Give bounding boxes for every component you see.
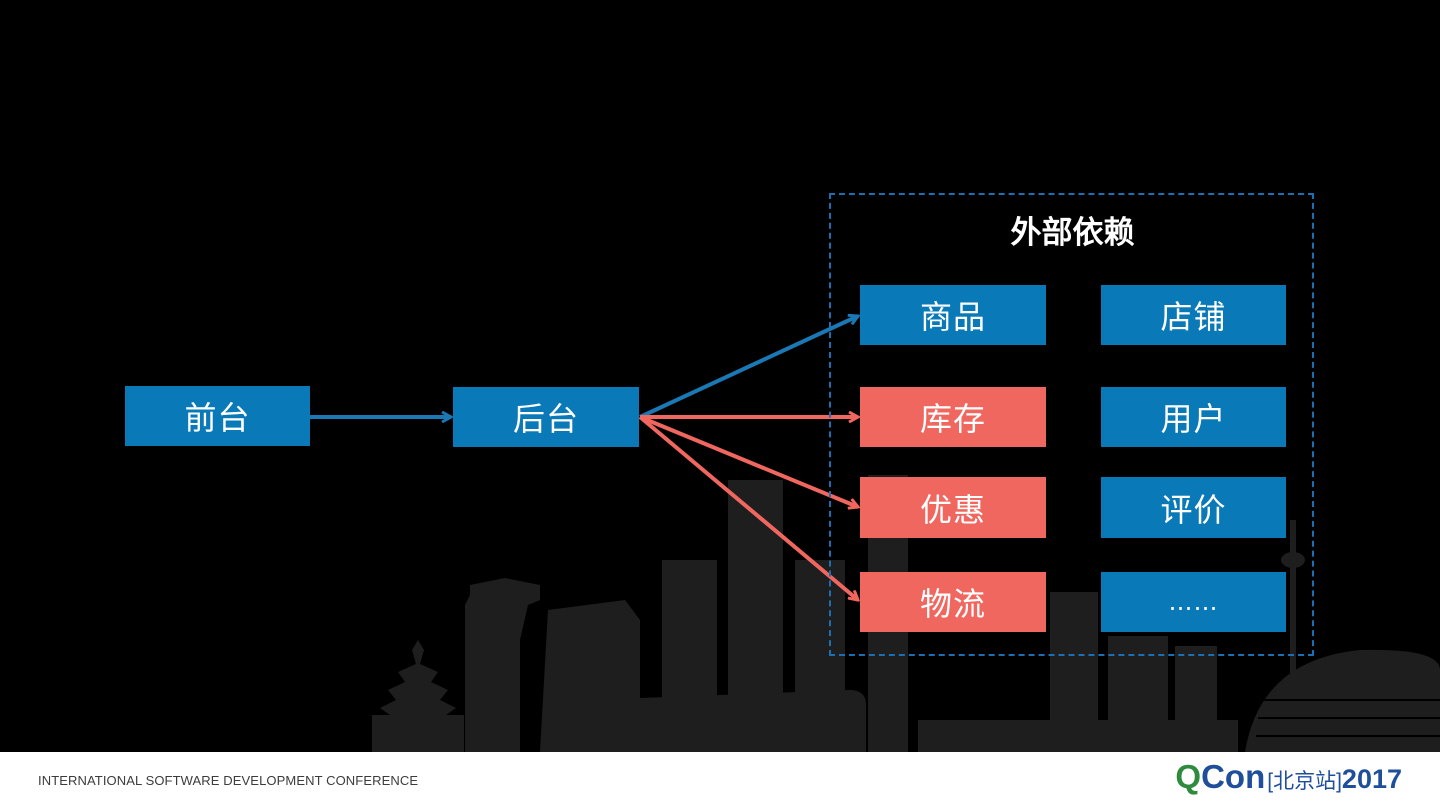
dependency-node-goods: 商品 [860, 285, 1046, 345]
logo-year-text: 2017 [1341, 764, 1402, 794]
logo-city-text: [北京站] [1267, 770, 1342, 793]
qcon-logo: Q Con [北京站] 2017 [1175, 758, 1402, 796]
dependency-node-promotion: 优惠 [860, 477, 1046, 538]
slide-canvas: 前台 后台 外部依赖 商品 店铺 库存 用户 优惠 评价 物流 …… [125, 0, 1440, 752]
edge-backend-to-promotion [639, 415, 858, 507]
edge-backend-to-goods [639, 316, 858, 419]
edge-backend-to-logistics [638, 415, 858, 600]
logo-con-text: Con [1201, 758, 1266, 795]
connector-arrows [310, 0, 1440, 752]
dependency-node-inventory: 库存 [860, 387, 1046, 447]
logo-q-letter: Q [1175, 758, 1202, 795]
conference-tagline: INTERNATIONAL SOFTWARE DEVELOPMENT CONFE… [38, 773, 419, 788]
dependency-node-logistics: 物流 [860, 572, 1046, 632]
dependency-node-review: 评价 [1101, 477, 1286, 538]
backend-node: 后台 [453, 387, 639, 447]
external-dependencies-title: 外部依赖 [1010, 215, 1135, 251]
external-dependencies-group [829, 193, 1314, 656]
dependency-node-shop: 店铺 [1101, 285, 1286, 345]
slide-footer: INTERNATIONAL SOFTWARE DEVELOPMENT CONFE… [0, 752, 1440, 810]
frontend-node: 前台 [125, 386, 310, 446]
dependency-node-user: 用户 [1101, 387, 1286, 447]
dependency-node-more: …… [1101, 572, 1286, 632]
